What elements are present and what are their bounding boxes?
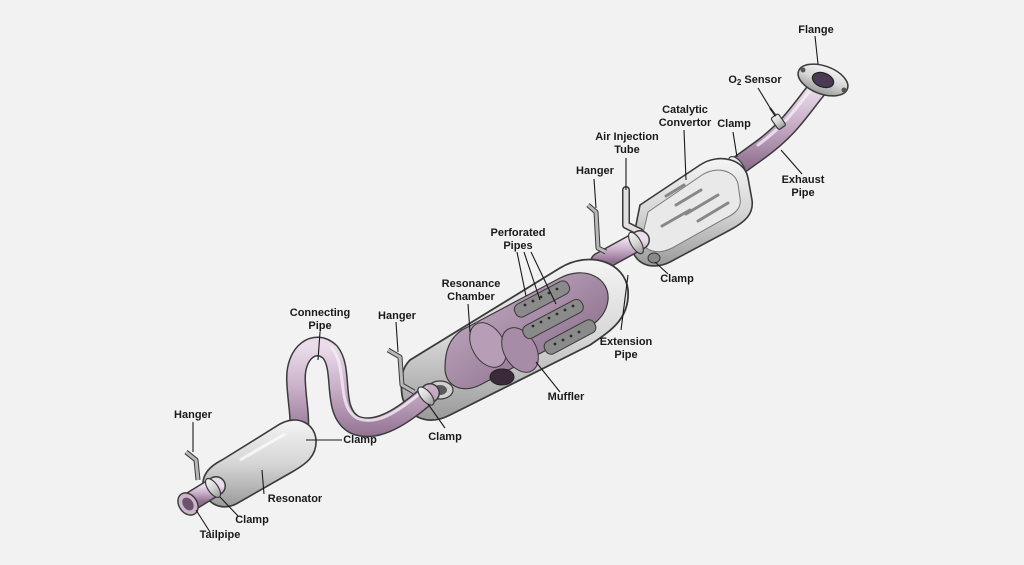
label-connecting-pipe: Connecting Pipe [289,307,351,332]
hanger-top [586,203,661,264]
muffler [400,258,629,421]
exhaust-pipe [725,78,828,178]
perforated-pipes [513,280,597,355]
label-o2-sensor: O2 Sensor [728,74,782,87]
connecting-pipe [282,336,440,450]
label-hanger-left: Hanger [174,409,212,421]
label-resonance-chamber: Resonance Chamber [441,278,501,303]
clamp-muffler-inlet [417,386,435,406]
label-extension-pipe: Extension Pipe [599,336,653,361]
label-clamp-tailpipe: Clamp [235,514,269,526]
flange [797,63,849,97]
label-resonator: Resonator [267,493,323,505]
label-perforated-pipes: Perforated Pipes [490,227,546,252]
label-air-injection-tube: Air Injection Tube [595,131,659,156]
leader-lines [192,35,819,533]
label-catalytic-convertor: Catalytic Convertor [658,104,712,129]
label-hanger-top: Hanger [576,165,614,177]
extension-pipe [590,230,650,272]
label-exhaust-pipe: Exhaust Pipe [781,174,825,199]
label-muffler: Muffler [547,391,585,403]
catalytic-converter [631,157,754,267]
clamp-tailpipe [204,477,222,499]
hanger-left [184,450,201,481]
air-injection-tube [622,186,644,236]
label-clamp-catalytic: Clamp [717,118,751,130]
label-tailpipe: Tailpipe [199,529,241,541]
hanger-middle [386,347,416,395]
label-clamp-extension: Clamp [660,273,694,285]
resonator [202,419,317,508]
label-clamp-connecting: Clamp [343,434,377,446]
label-hanger-middle: Hanger [378,310,416,322]
label-clamp-muffler: Clamp [428,431,462,443]
label-flange: Flange [798,24,834,36]
